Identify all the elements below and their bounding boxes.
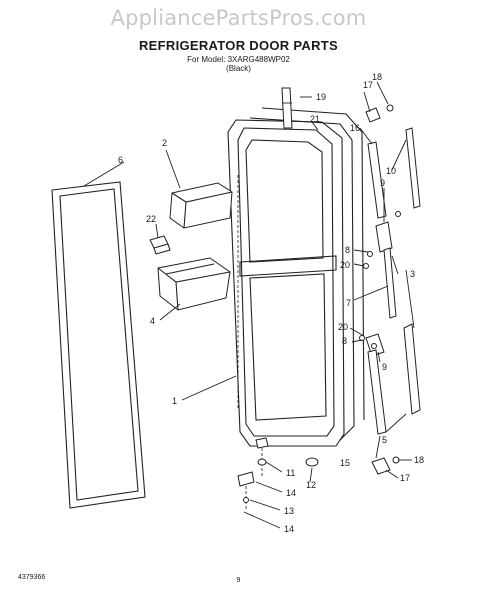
door-gasket: [51, 181, 146, 509]
callout-20-lower: 20: [338, 322, 348, 332]
callout-9-upper: 9: [380, 178, 385, 188]
leader-lines: [83, 81, 415, 529]
upper-rod: [383, 247, 397, 319]
callout-14-upper: 14: [286, 488, 296, 498]
callout-5: 5: [382, 435, 387, 445]
top-hinge-assembly: [365, 104, 394, 123]
diagram-title: REFRIGERATOR DOOR PARTS: [138, 38, 339, 53]
lower-handle-strip: [403, 323, 421, 415]
callout-8-upper: 8: [345, 245, 350, 255]
callout-16: 16: [350, 123, 360, 133]
callout-14-lower: 14: [284, 524, 294, 534]
callout-20-upper: 20: [340, 260, 350, 270]
hinge-strip-upper: [367, 141, 387, 219]
callout-12: 12: [306, 480, 316, 490]
callout-13: 13: [284, 506, 294, 516]
callout-10: 10: [386, 166, 396, 176]
callout-19: 19: [316, 92, 326, 102]
upper-door-bin: [169, 182, 233, 229]
model-subtitle: For Model: 3XARG488WP02: [187, 55, 290, 64]
bottom-hinge-assembly: [371, 456, 400, 475]
document-code: 4379366: [18, 574, 46, 581]
callout-21: 21: [310, 114, 320, 124]
callout-1: 1: [172, 396, 177, 406]
callout-11: 11: [286, 468, 295, 478]
callout-3: 3: [410, 269, 415, 279]
bottom-hardware: [237, 437, 319, 510]
callout-4: 4: [150, 316, 155, 326]
lower-door-bin: [157, 257, 231, 311]
handle-strip: [405, 127, 421, 209]
callout-17-top: 17: [363, 80, 373, 90]
callout-18-top: 18: [372, 72, 382, 82]
callout-7: 7: [346, 298, 351, 308]
callout-22: 22: [146, 214, 156, 224]
upper-bracket: [363, 211, 401, 269]
callout-15: 15: [340, 458, 350, 468]
top-trim: [281, 87, 293, 129]
callout-9-lower: 9: [382, 362, 387, 372]
callout-8-lower: 8: [342, 336, 347, 346]
color-subtitle: (Black): [226, 64, 251, 73]
lower-bracket: [359, 333, 385, 357]
callout-2: 2: [162, 138, 167, 148]
door-liner: [227, 119, 345, 447]
page-number: 9: [236, 577, 241, 584]
door-panel: [249, 107, 365, 441]
bin-clip: [149, 235, 171, 255]
watermark: AppliancePartsPros.com: [110, 6, 367, 30]
callout-6: 6: [118, 155, 123, 165]
callout-17-bottom: 17: [400, 473, 410, 483]
callout-18-bottom: 18: [414, 455, 424, 465]
